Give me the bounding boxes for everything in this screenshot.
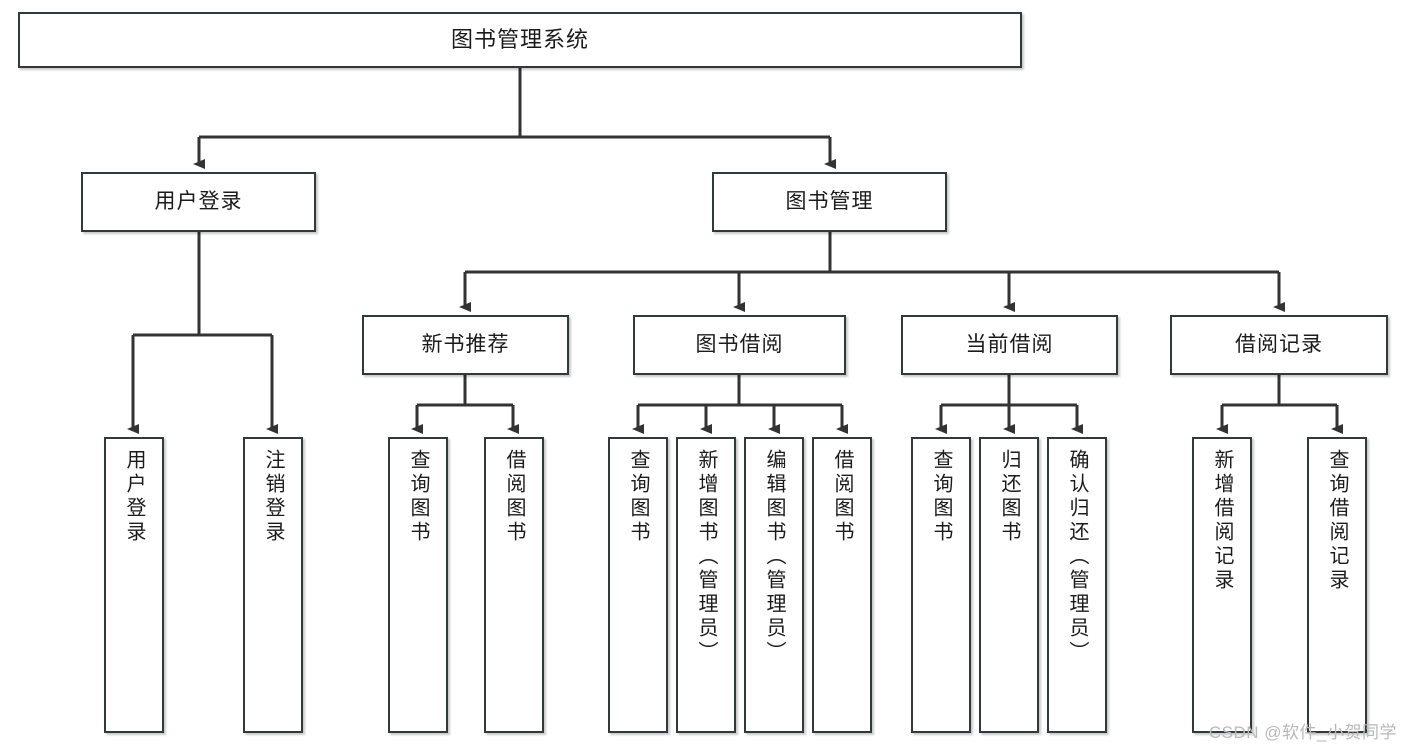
node-leaf-user-login-signin-label: 用户登录: [123, 449, 145, 545]
node-leaf-current-borrow-query[interactable]: 查询图书: [911, 437, 971, 733]
node-leaf-current-borrow-return-label: 归还图书: [998, 449, 1020, 545]
node-leaf-new-book-borrow[interactable]: 借阅图书: [484, 437, 544, 733]
node-new-book-recommend-label: 新书推荐: [421, 333, 510, 357]
node-leaf-user-login-signout[interactable]: 注销登录: [243, 437, 303, 733]
node-root-system-label: 图书管理系统: [450, 26, 589, 52]
node-book-management[interactable]: 图书管理: [712, 172, 947, 232]
node-leaf-book-borrow-add[interactable]: 新增图书（管理员）: [676, 437, 736, 733]
node-leaf-current-borrow-return[interactable]: 归还图书: [979, 437, 1039, 733]
node-leaf-borrow-record-add-label: 新增借阅记录: [1211, 449, 1233, 593]
node-leaf-current-borrow-confirm-return-label: 确认归还（管理员）: [1066, 449, 1088, 665]
node-borrow-record-label: 借阅记录: [1235, 333, 1323, 357]
node-leaf-new-book-query[interactable]: 查询图书: [388, 437, 448, 733]
node-borrow-record[interactable]: 借阅记录: [1170, 315, 1388, 375]
node-user-login[interactable]: 用户登录: [81, 172, 316, 232]
node-leaf-book-borrow-query[interactable]: 查询图书: [608, 437, 668, 733]
node-leaf-new-book-borrow-label: 借阅图书: [503, 449, 525, 545]
node-leaf-borrow-record-query[interactable]: 查询借阅记录: [1307, 437, 1367, 733]
node-leaf-user-login-signin[interactable]: 用户登录: [104, 437, 164, 733]
node-leaf-current-borrow-confirm-return[interactable]: 确认归还（管理员）: [1047, 437, 1107, 733]
node-leaf-book-borrow-add-label: 新增图书（管理员）: [695, 449, 717, 665]
node-leaf-current-borrow-query-label: 查询图书: [930, 449, 952, 545]
node-current-borrow-label: 当前借阅: [965, 333, 1054, 357]
node-new-book-recommend[interactable]: 新书推荐: [362, 315, 569, 375]
node-leaf-book-borrow-edit-label: 编辑图书（管理员）: [763, 449, 785, 665]
node-leaf-book-borrow-edit[interactable]: 编辑图书（管理员）: [744, 437, 804, 733]
node-book-management-label: 图书管理: [785, 190, 874, 214]
node-current-borrow[interactable]: 当前借阅: [901, 315, 1118, 375]
node-root-system[interactable]: 图书管理系统: [18, 12, 1022, 68]
node-leaf-book-borrow-query-label: 查询图书: [627, 449, 649, 545]
node-leaf-borrow-record-add[interactable]: 新增借阅记录: [1192, 437, 1252, 733]
node-leaf-user-login-signout-label: 注销登录: [262, 449, 284, 545]
node-leaf-new-book-query-label: 查询图书: [407, 449, 429, 545]
node-leaf-book-borrow-borrow-label: 借阅图书: [831, 449, 853, 545]
node-book-borrow[interactable]: 图书借阅: [633, 315, 846, 375]
node-user-login-label: 用户登录: [154, 190, 243, 214]
node-leaf-borrow-record-query-label: 查询借阅记录: [1326, 449, 1348, 593]
node-book-borrow-label: 图书借阅: [695, 333, 784, 357]
node-leaf-book-borrow-borrow[interactable]: 借阅图书: [812, 437, 872, 733]
